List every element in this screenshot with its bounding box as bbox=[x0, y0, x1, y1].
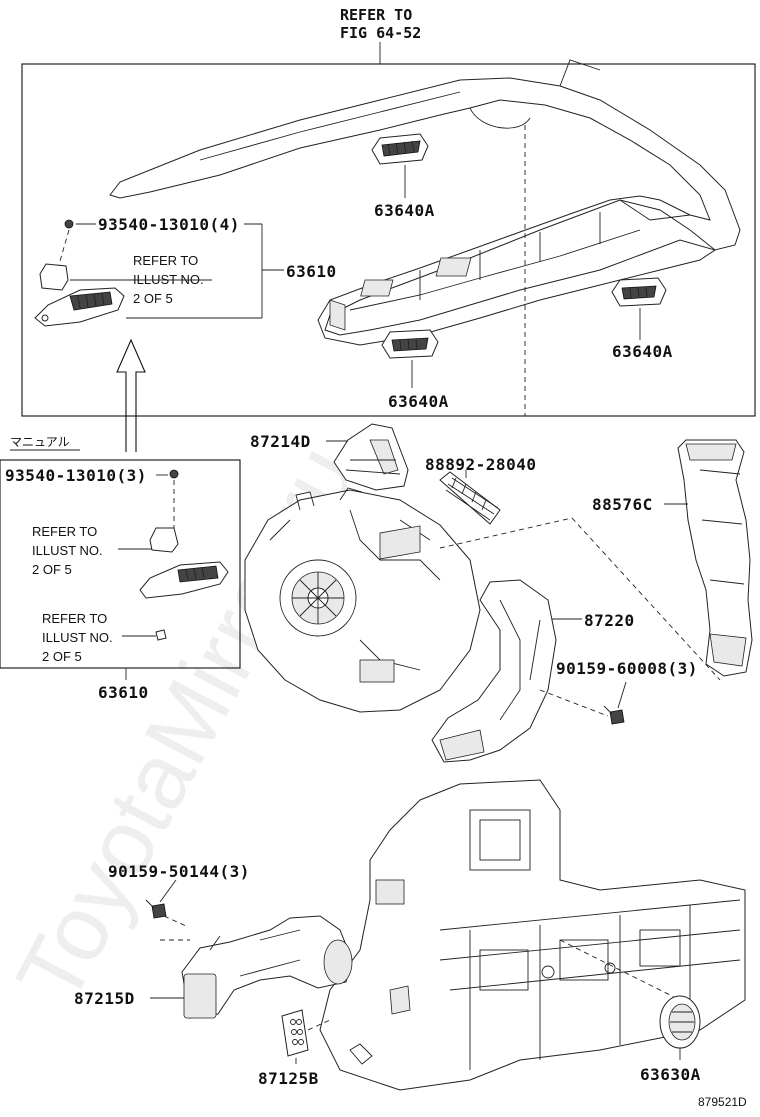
duct-87220 bbox=[431, 579, 557, 763]
vent-63640a-top bbox=[371, 133, 429, 165]
bolt2-dash-line bbox=[163, 915, 187, 927]
label-93540-left: 93540-13010(3) bbox=[5, 466, 147, 485]
top-detail-frame bbox=[21, 63, 756, 417]
label-90159-60008: 90159-60008(3) bbox=[556, 659, 698, 678]
bolt-dash-line bbox=[539, 689, 609, 717]
figure-code: 879521D bbox=[698, 1095, 747, 1109]
vent-63630a bbox=[659, 995, 701, 1049]
grille-87125b bbox=[281, 1009, 309, 1057]
label-87125b: 87125B bbox=[258, 1069, 319, 1088]
register-assembly-left bbox=[139, 469, 229, 641]
panel-dash-line bbox=[559, 939, 681, 1001]
left-note-b-l2: ILLUST NO. bbox=[42, 630, 113, 645]
label-87214d: 87214D bbox=[250, 432, 311, 451]
duct-88576c bbox=[677, 439, 753, 677]
label-87220: 87220 bbox=[584, 611, 635, 630]
label-93540-top: 93540-13010(4) bbox=[98, 215, 240, 234]
body-panel bbox=[319, 779, 746, 1091]
manual-label: マニュアル bbox=[10, 435, 70, 449]
leader-90159-60008 bbox=[617, 681, 627, 709]
left-note-a-l3: 2 OF 5 bbox=[32, 562, 72, 577]
label-63630a: 63630A bbox=[640, 1065, 701, 1084]
duct-87214d bbox=[333, 423, 409, 491]
up-arrow-icon bbox=[116, 338, 146, 452]
refer-fig-line1: REFER TO bbox=[340, 6, 412, 24]
leader-90159-50144 bbox=[159, 879, 177, 903]
blower-dash-b bbox=[571, 517, 721, 681]
vent-63640a-bottom bbox=[381, 329, 439, 359]
left-note-a-l1: REFER TO bbox=[32, 524, 97, 539]
label-88576c: 88576C bbox=[592, 495, 653, 514]
label-63610-left: 63610 bbox=[98, 683, 149, 702]
label-63640a-right: 63640A bbox=[612, 342, 673, 361]
grille-dash bbox=[307, 1019, 331, 1031]
vent-63640a-right bbox=[611, 277, 667, 307]
label-63610-top: 63610 bbox=[286, 262, 337, 281]
register-assembly-top bbox=[34, 219, 125, 327]
manual-detail-frame bbox=[0, 459, 241, 669]
blower-dash-a bbox=[439, 517, 573, 549]
label-63640a-top: 63640A bbox=[374, 201, 435, 220]
refer-fig-line2: FIG 64-52 bbox=[340, 24, 421, 42]
label-63640a-bottom: 63640A bbox=[388, 392, 449, 411]
rear-duct-assembly bbox=[109, 59, 741, 346]
duct-87215d bbox=[181, 915, 353, 1019]
label-87215d: 87215D bbox=[74, 989, 135, 1008]
bolt-90159-50144 bbox=[145, 899, 167, 919]
left-note-a-l2: ILLUST NO. bbox=[32, 543, 103, 558]
blower-unit bbox=[244, 487, 481, 713]
label-88892: 88892-28040 bbox=[425, 455, 536, 474]
left-note-b-l1: REFER TO bbox=[42, 611, 107, 626]
left-note-b-l3: 2 OF 5 bbox=[42, 649, 82, 664]
top-note-l2: ILLUST NO. bbox=[133, 272, 204, 287]
top-note-l1: REFER TO bbox=[133, 253, 198, 268]
label-90159-50144: 90159-50144(3) bbox=[108, 862, 250, 881]
filter-88892 bbox=[439, 471, 501, 525]
bolt-90159-60008 bbox=[603, 705, 625, 725]
top-note-l3: 2 OF 5 bbox=[133, 291, 173, 306]
